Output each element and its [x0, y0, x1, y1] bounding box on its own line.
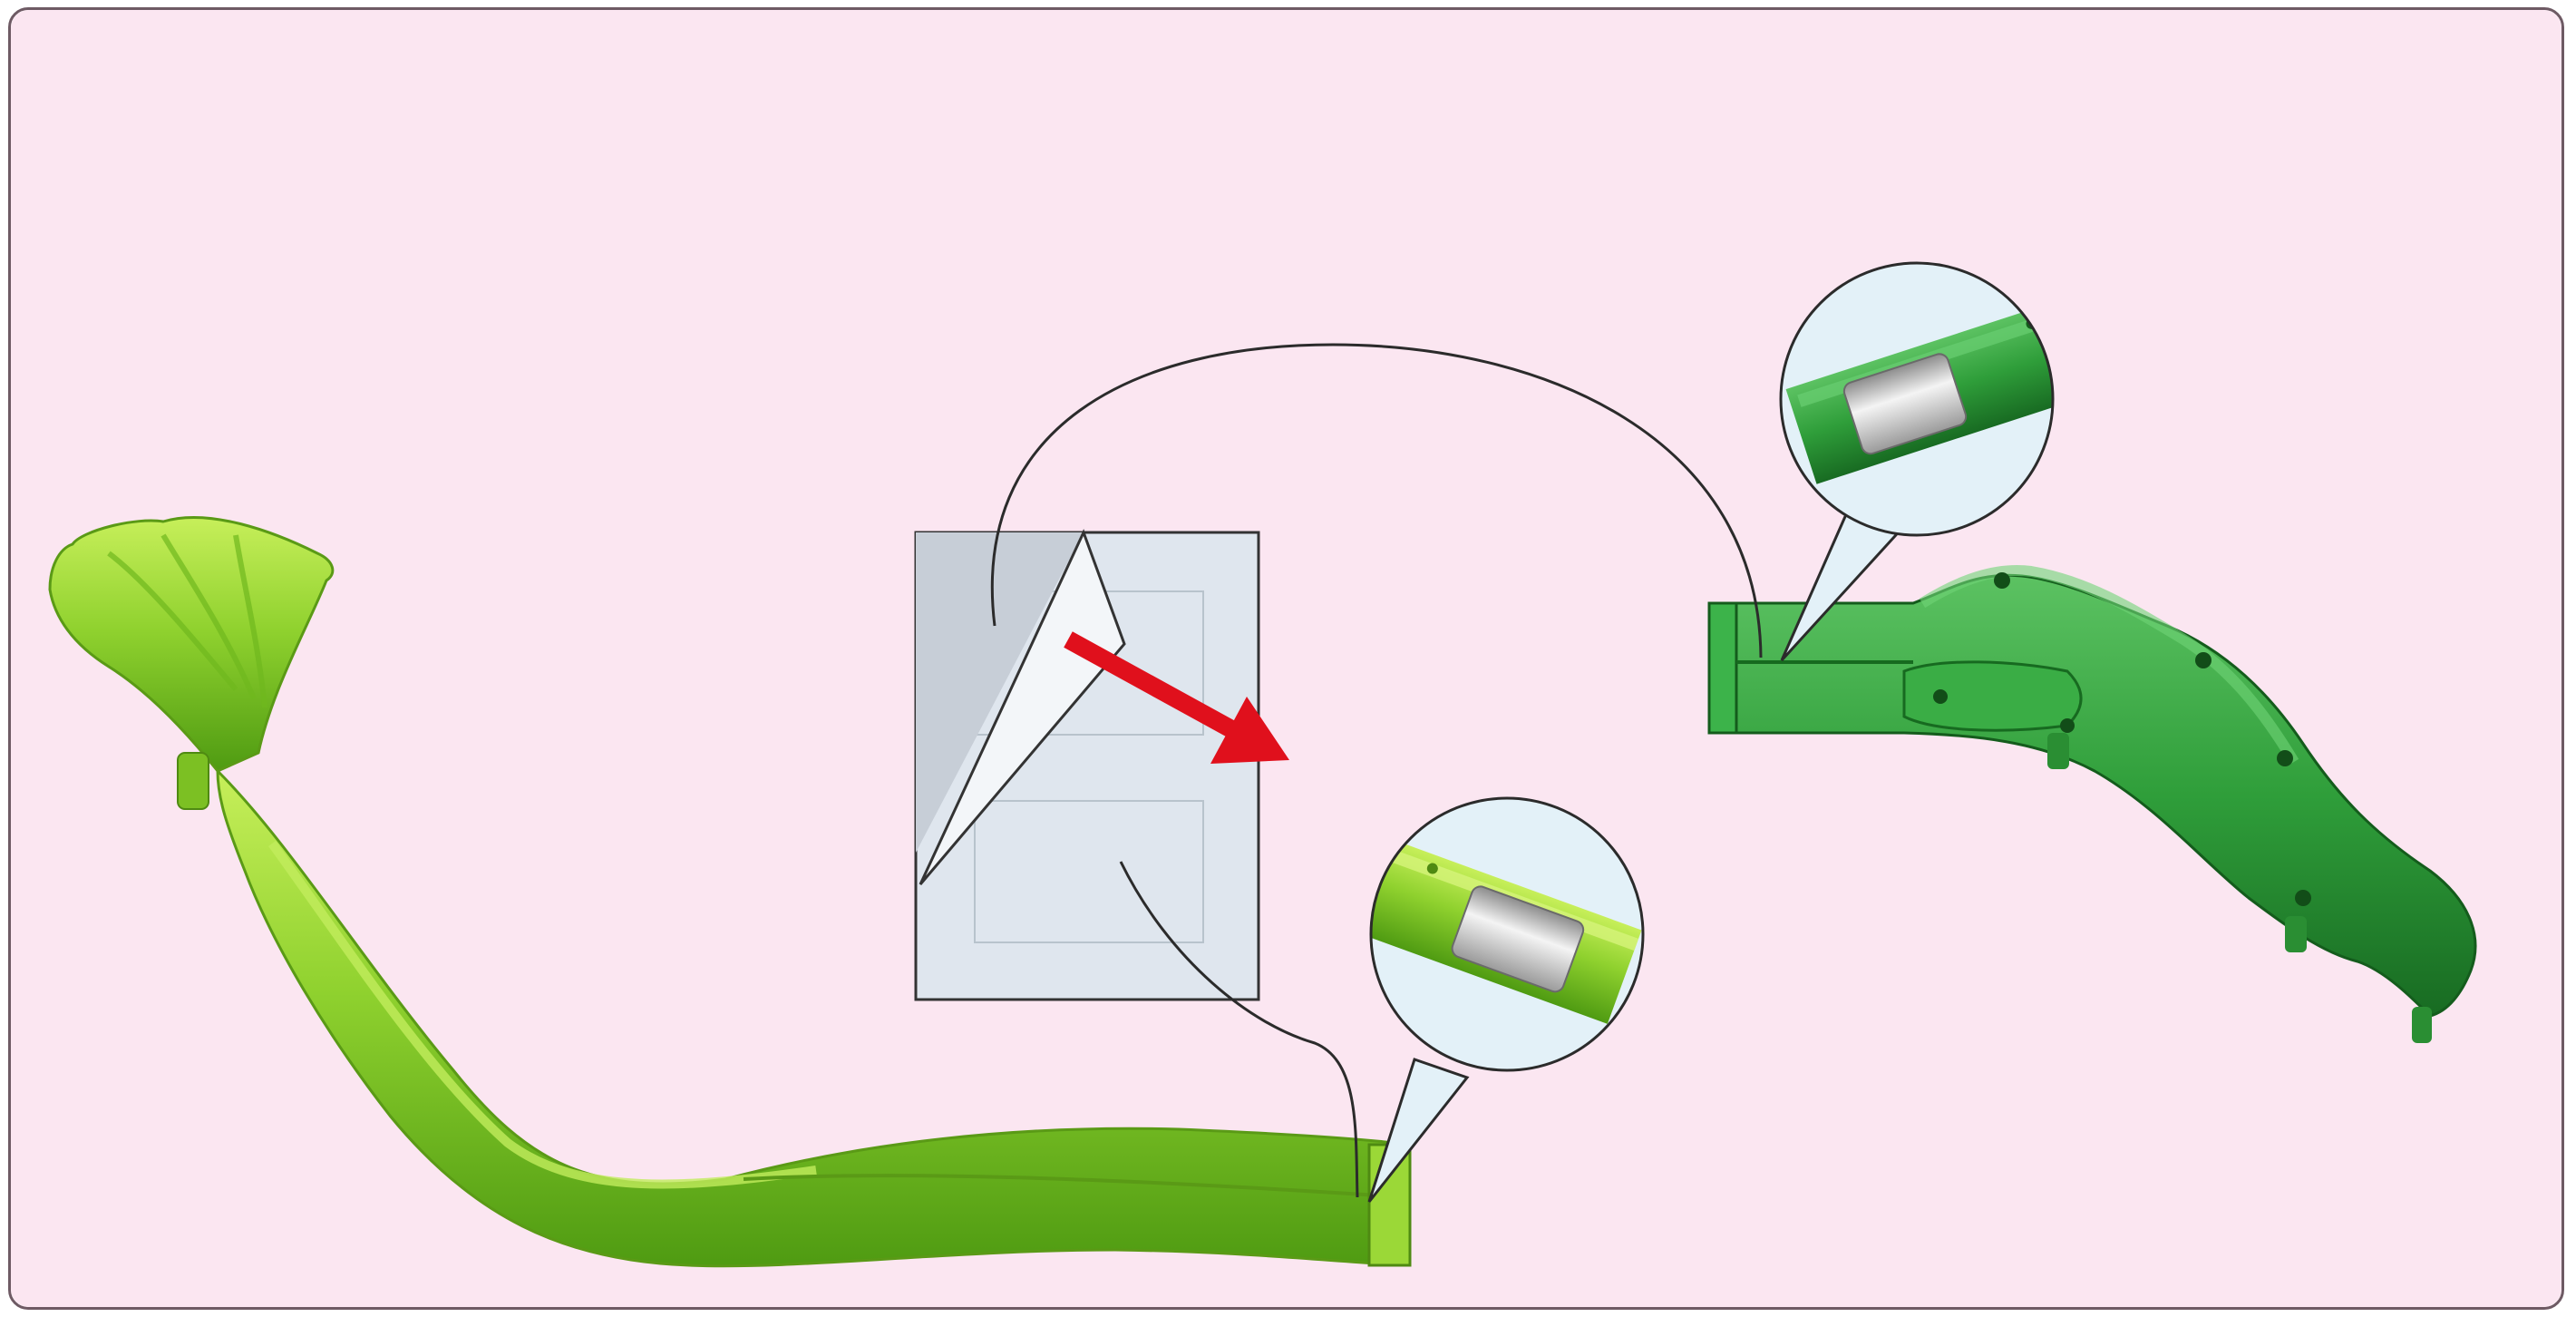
slide-top-rail — [1919, 565, 2299, 766]
magnifier-ring — [1779, 261, 2055, 537]
slide-end-flange-dark — [1707, 601, 1738, 735]
slide-peg — [2047, 733, 2069, 769]
peeled-backing-sheet-icon — [914, 529, 1260, 1001]
diagram-frame — [8, 7, 2564, 1310]
magnifier-pointer — [1367, 1058, 1470, 1203]
sheet-label-bottom — [974, 800, 1204, 943]
light-green-slide-section — [48, 515, 1412, 1268]
metal-sleeve — [1842, 353, 1968, 455]
peeled-flap — [919, 529, 1126, 885]
slide-mounting-plate — [1902, 660, 2083, 732]
bolt-hole — [2195, 652, 2211, 668]
slide-peg — [2285, 916, 2307, 952]
leader-line-bottom — [1119, 861, 1359, 1198]
bolt-hole — [1994, 572, 2010, 589]
detail-magnifier-dark-section-sleeve — [1779, 261, 2055, 662]
slide-support-peg — [177, 752, 209, 810]
bolt-hole — [2295, 890, 2311, 906]
slide-peg — [2412, 1007, 2432, 1043]
slide-long-body — [216, 767, 1412, 1268]
bolt-hole — [1933, 689, 1948, 704]
peeled-region — [916, 532, 1084, 853]
bolt-hole — [2060, 718, 2075, 733]
bolt-hole — [2277, 750, 2293, 766]
metal-sleeve — [1451, 885, 1585, 993]
dark-green-slide-section — [1707, 565, 2477, 1043]
direction-arrow-icon — [1064, 631, 1289, 764]
leader-line-top — [990, 343, 1763, 658]
magnifier-ring — [1369, 796, 1645, 1072]
slide-flared-entry — [48, 515, 335, 773]
detail-magnifier-light-section-sleeve — [1367, 796, 1645, 1203]
